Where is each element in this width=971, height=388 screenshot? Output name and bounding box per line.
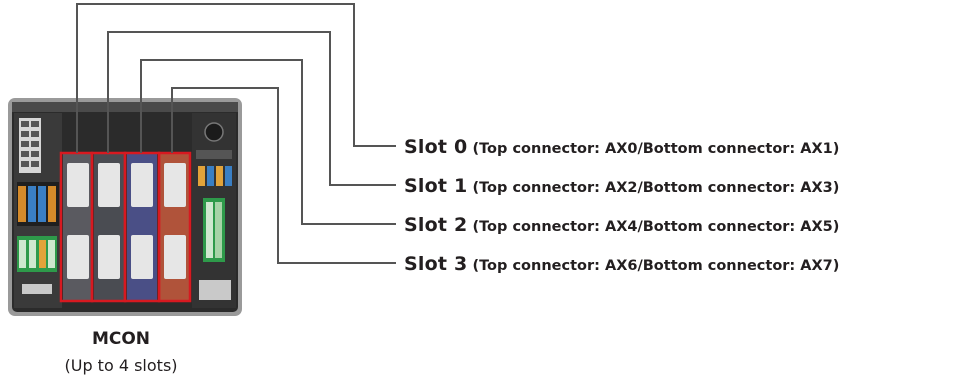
slot-0-label: Slot 0 (Top connector: AX0/Bottom connec… <box>404 136 839 158</box>
slot-2-leader-line <box>140 59 396 225</box>
slot-3-leader-line <box>171 87 396 264</box>
slot-2-description: (Top connector: AX4/Bottom connector: AX… <box>472 219 840 235</box>
slot-1-label: Slot 1 (Top connector: AX2/Bottom connec… <box>404 175 839 197</box>
slot-3-highlight-box <box>157 151 192 303</box>
left-terminal-panel <box>14 113 62 308</box>
slot-0-leader-line <box>76 3 396 153</box>
slot-2-name: Slot 2 <box>404 214 468 236</box>
slot-3-description: (Top connector: AX6/Bottom connector: AX… <box>472 258 840 274</box>
slot-0-description: (Top connector: AX0/Bottom connector: AX… <box>472 141 840 157</box>
slot-1-leader-line <box>107 31 396 186</box>
right-terminal-panel <box>192 113 236 308</box>
slot-0-name: Slot 0 <box>404 136 468 158</box>
leader-lines <box>76 3 396 264</box>
device-slot-capacity: (Up to 4 slots) <box>64 356 178 375</box>
slot-2-label: Slot 2 (Top connector: AX4/Bottom connec… <box>404 214 839 236</box>
slot-1-name: Slot 1 <box>404 175 468 197</box>
slot-3-label: Slot 3 (Top connector: AX6/Bottom connec… <box>404 253 839 275</box>
slot-connectors <box>63 153 190 301</box>
slot-3-name: Slot 3 <box>404 253 468 275</box>
device-name: MCON <box>91 329 151 349</box>
slot-1-description: (Top connector: AX2/Bottom connector: AX… <box>472 180 840 196</box>
